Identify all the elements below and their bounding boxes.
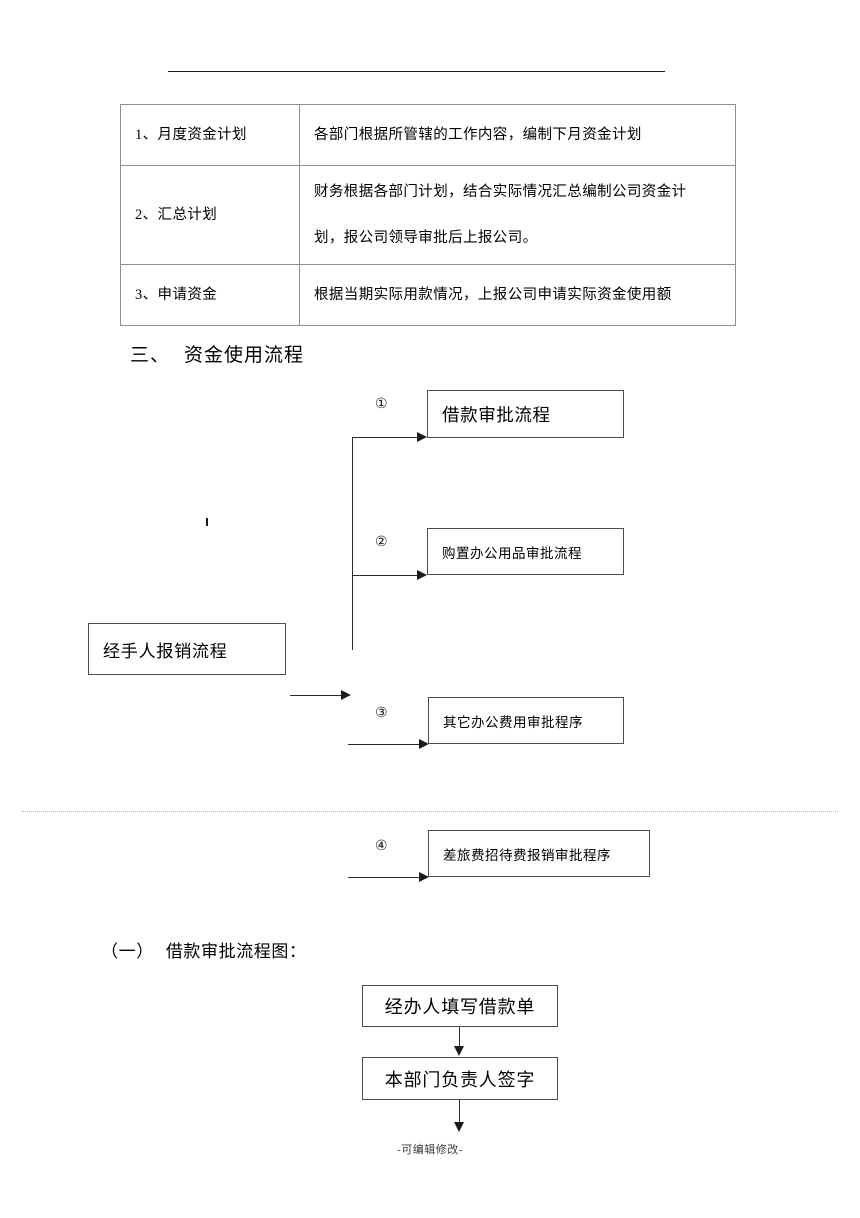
table-row: 1、月度资金计划 各部门根据所管辖的工作内容，编制下月资金计划 <box>120 104 736 166</box>
arrow-right-icon <box>341 690 351 700</box>
funding-plan-table: 1、月度资金计划 各部门根据所管辖的工作内容，编制下月资金计划 2、汇总计划 财… <box>120 104 736 326</box>
connector-stub-from-handler <box>290 695 342 696</box>
section-heading-three: 三、资金使用流程 <box>130 340 304 367</box>
connector-sign-to-next <box>459 1100 460 1123</box>
arrow-right-icon <box>417 570 427 580</box>
table-cell-description: 财务根据各部门计划，结合实际情况汇总编制公司资金计 划，报公司领导审批后上报公司… <box>299 165 736 265</box>
table-row: 2、汇总计划 财务根据各部门计划，结合实际情况汇总编制公司资金计 划，报公司领导… <box>120 165 736 265</box>
connector-arm-branch-3 <box>348 744 420 745</box>
flow-step-label: 经办人填写借款单 <box>384 997 536 1017</box>
description-line: 划，报公司领导审批后上报公司。 <box>314 230 538 246</box>
description-line: 财务根据各部门计划，结合实际情况汇总编制公司资金计 <box>314 183 687 200</box>
table-cell-label: 1、月度资金计划 <box>120 104 300 166</box>
arrow-down-icon <box>454 1046 464 1056</box>
header-divider-rule <box>168 71 665 72</box>
connector-trunk-vertical <box>352 437 353 650</box>
stray-tick-mark <box>206 518 208 526</box>
flow-box-label: 其它办公费用审批程序 <box>443 714 583 730</box>
connector-arm-branch-4 <box>348 877 420 878</box>
branch-marker-2: ② <box>375 535 388 550</box>
table-cell-label: 2、汇总计划 <box>120 165 300 265</box>
table-cell-label: 3、申请资金 <box>120 264 300 326</box>
flow-box-office-supplies-approval: 购置办公用品审批流程 <box>427 528 624 575</box>
flow-step-label: 本部门负责人签字 <box>384 1069 536 1090</box>
arrow-right-icon <box>419 739 429 749</box>
table-row: 3、申请资金 根据当期实际用款情况，上报公司申请实际资金使用额 <box>120 264 736 326</box>
branch-marker-3: ③ <box>375 706 388 721</box>
connector-fill-to-sign <box>459 1027 460 1047</box>
table-cell-description: 根据当期实际用款情况，上报公司申请实际资金使用额 <box>299 264 736 326</box>
section-heading-one: （一） 借款审批流程图： <box>101 937 307 962</box>
arrow-down-icon <box>454 1122 464 1132</box>
branch-marker-4: ④ <box>375 839 388 854</box>
flow-box-loan-approval: 借款审批流程 <box>427 390 624 438</box>
flow-box-label: 经手人报销流程 <box>103 641 228 661</box>
description-line: 各部门根据所管辖的工作内容，编制下月资金计划 <box>314 126 642 143</box>
flow-box-label: 购置办公用品审批流程 <box>442 545 582 561</box>
arrow-right-icon <box>417 432 427 442</box>
description-line: 根据当期实际用款情况，上报公司申请实际资金使用额 <box>314 286 672 303</box>
flow-box-label: 借款审批流程 <box>442 404 551 425</box>
flow-box-travel-entertainment-approval: 差旅费招待费报销审批程序 <box>428 830 650 877</box>
page-section-dotted-separator <box>22 811 838 812</box>
arrow-right-icon <box>419 872 429 882</box>
connector-arm-branch-2 <box>352 575 418 576</box>
section-title: 借款审批流程图： <box>165 942 307 961</box>
flow-step-department-head-signature: 本部门负责人签字 <box>362 1057 558 1100</box>
flow-box-label: 差旅费招待费报销审批程序 <box>443 847 611 863</box>
section-title: 资金使用流程 <box>184 345 305 366</box>
connector-arm-branch-1 <box>352 437 418 438</box>
section-number: （一） <box>101 942 154 961</box>
flow-box-handler-reimbursement: 经手人报销流程 <box>88 623 286 675</box>
section-number: 三、 <box>130 345 171 366</box>
flow-box-other-office-expense-approval: 其它办公费用审批程序 <box>428 697 624 744</box>
table-cell-description: 各部门根据所管辖的工作内容，编制下月资金计划 <box>299 104 736 166</box>
footer-note: -可编辑修改- <box>397 1144 463 1156</box>
branch-marker-1: ① <box>375 397 388 412</box>
flow-step-fill-loan-form: 经办人填写借款单 <box>362 985 558 1027</box>
